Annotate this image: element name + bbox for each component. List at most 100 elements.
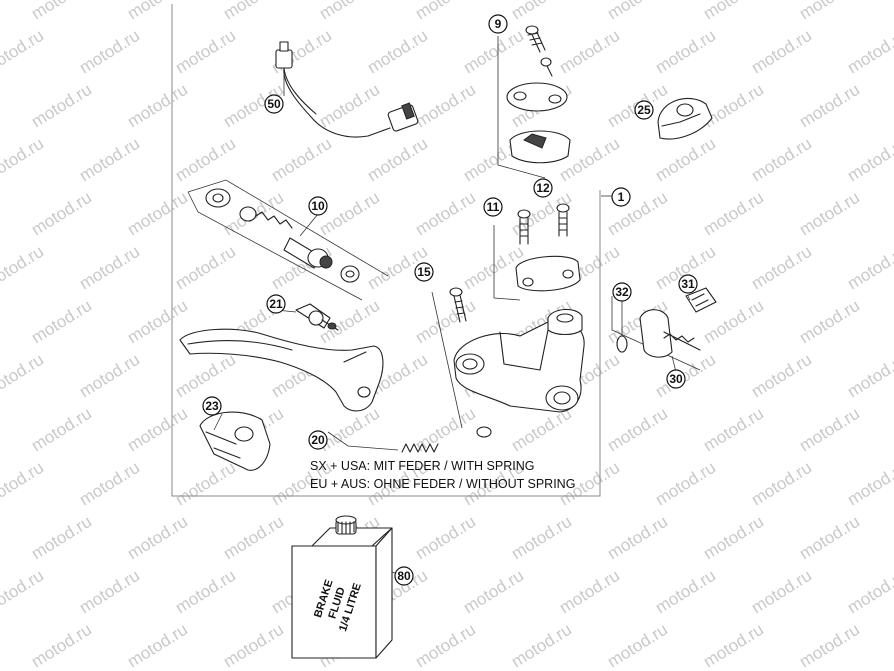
watermark-text: motod.ru — [172, 242, 239, 294]
watermark-text: motod.ru — [28, 620, 95, 671]
watermark-text: motod.ru — [220, 0, 287, 23]
part-15-screw — [431, 287, 492, 438]
watermark-text: motod.ru — [844, 350, 894, 402]
watermark-text: motod.ru — [0, 242, 47, 294]
watermark-text: motod.ru — [796, 0, 863, 23]
callout-leaders — [213, 68, 691, 577]
watermark-text: motod.ru — [748, 134, 815, 186]
svg-text:21: 21 — [269, 297, 283, 311]
watermark-text: motod.ru — [28, 0, 95, 23]
watermark-text: motod.ru — [748, 242, 815, 294]
watermark-text: motod.ru — [700, 80, 767, 132]
svg-text:10: 10 — [311, 199, 325, 213]
watermark-text: motod.ru — [844, 458, 894, 510]
watermark-text: motod.ru — [412, 620, 479, 671]
svg-text:23: 23 — [205, 399, 219, 413]
watermark-text: motod.ru — [748, 566, 815, 618]
spring-note-line2: EU + AUS: OHNE FEDER / WITHOUT SPRING — [310, 477, 575, 491]
master-cylinder-body — [453, 308, 585, 413]
watermark-text: motod.ru — [748, 458, 815, 510]
watermark-text: motod.ru — [316, 0, 383, 23]
watermark-text: motod.ru — [28, 188, 95, 240]
callout-32: 32 — [612, 282, 632, 302]
part-23-lever-clamp — [199, 411, 271, 471]
callout-9: 9 — [488, 14, 508, 34]
watermark-text: motod.ru — [412, 296, 479, 348]
part-20-spring — [327, 431, 439, 453]
callout-23: 23 — [202, 396, 222, 416]
watermark-text: motod.ru — [748, 350, 815, 402]
callout-21: 21 — [266, 294, 286, 314]
part-80-brake-fluid-bottle: BRAKE FLUID 1/4 LITRE — [291, 515, 393, 659]
watermark-text: motod.ru — [124, 188, 191, 240]
svg-text:1: 1 — [618, 190, 625, 204]
callout-25: 25 — [634, 100, 654, 120]
watermark-text: motod.ru — [556, 26, 623, 78]
watermark-text: motod.ru — [508, 512, 575, 564]
watermark-text: motod.ru — [76, 134, 143, 186]
watermark-text: motod.ru — [508, 0, 575, 23]
svg-text:20: 20 — [311, 433, 325, 447]
watermark-text: motod.ru — [604, 620, 671, 671]
svg-text:11: 11 — [487, 200, 500, 214]
svg-text:30: 30 — [669, 372, 683, 386]
watermark-text: motod.ru — [700, 404, 767, 456]
watermark-text: motod.ru — [268, 134, 335, 186]
watermark-text: motod.ru — [124, 512, 191, 564]
svg-text:12: 12 — [536, 181, 550, 195]
watermark-text: motod.ru — [652, 350, 719, 402]
watermark-text: motod.ru — [844, 26, 894, 78]
watermark-text: motod.ru — [172, 566, 239, 618]
watermark-text: motod.ru — [652, 566, 719, 618]
watermark-text: motod.ru — [748, 26, 815, 78]
watermark-text: motod.ru — [796, 188, 863, 240]
part-30-31-32-fittings — [611, 287, 717, 371]
part-21-adjuster — [295, 303, 339, 331]
watermark-text: motod.ru — [316, 188, 383, 240]
svg-text:9: 9 — [495, 17, 502, 31]
watermark-text: motod.ru — [412, 80, 479, 132]
watermark-text: motod.ru — [604, 512, 671, 564]
watermark-text: motod.ru — [316, 80, 383, 132]
watermark-text: motod.ru — [412, 404, 479, 456]
watermark-text: motod.ru — [796, 620, 863, 671]
watermark-text: motod.ru — [796, 296, 863, 348]
callout-11: 11 — [483, 197, 503, 217]
watermark-text: motod.ru — [172, 26, 239, 78]
watermark-text: motod.ru — [28, 296, 95, 348]
callout-10: 10 — [308, 196, 328, 216]
watermark-text: motod.ru — [796, 404, 863, 456]
watermark-text: motod.ru — [412, 0, 479, 23]
watermark-text: motod.ru — [556, 566, 623, 618]
watermark-text: motod.ru — [76, 350, 143, 402]
watermark-text: motod.ru — [28, 512, 95, 564]
watermark-text: motod.ru — [364, 134, 431, 186]
svg-text:50: 50 — [267, 97, 281, 111]
watermark-text: motod.ru — [124, 80, 191, 132]
part-25-clamp — [657, 97, 713, 140]
part-50-sensor-cable — [275, 41, 419, 138]
watermark-text: motod.ru — [0, 26, 47, 78]
callout-20: 20 — [308, 430, 328, 450]
watermark-text: motod.ru — [652, 458, 719, 510]
watermark-text: motod.ru — [172, 134, 239, 186]
watermark-text: motod.ru — [28, 404, 95, 456]
callout-80: 80 — [394, 566, 414, 586]
watermark-text: motod.ru — [844, 134, 894, 186]
svg-text:32: 32 — [615, 285, 629, 299]
watermark-text: motod.ru — [700, 512, 767, 564]
watermark-text: motod.ru — [412, 512, 479, 564]
watermark-text: motod.ru — [796, 512, 863, 564]
watermark-text: motod.ru — [364, 26, 431, 78]
part-9-clamp-assembly — [497, 25, 571, 179]
callout-30: 30 — [666, 369, 686, 389]
watermark-text: motod.ru — [508, 620, 575, 671]
watermark-text: motod.ru — [76, 242, 143, 294]
callout-15: 15 — [414, 262, 434, 282]
watermark-text: motod.ru — [412, 188, 479, 240]
watermark-text: motod.ru — [220, 512, 287, 564]
watermark-text: motod.ru — [172, 458, 239, 510]
spring-note-line1: SX + USA: MIT FEDER / WITH SPRING — [310, 459, 534, 473]
